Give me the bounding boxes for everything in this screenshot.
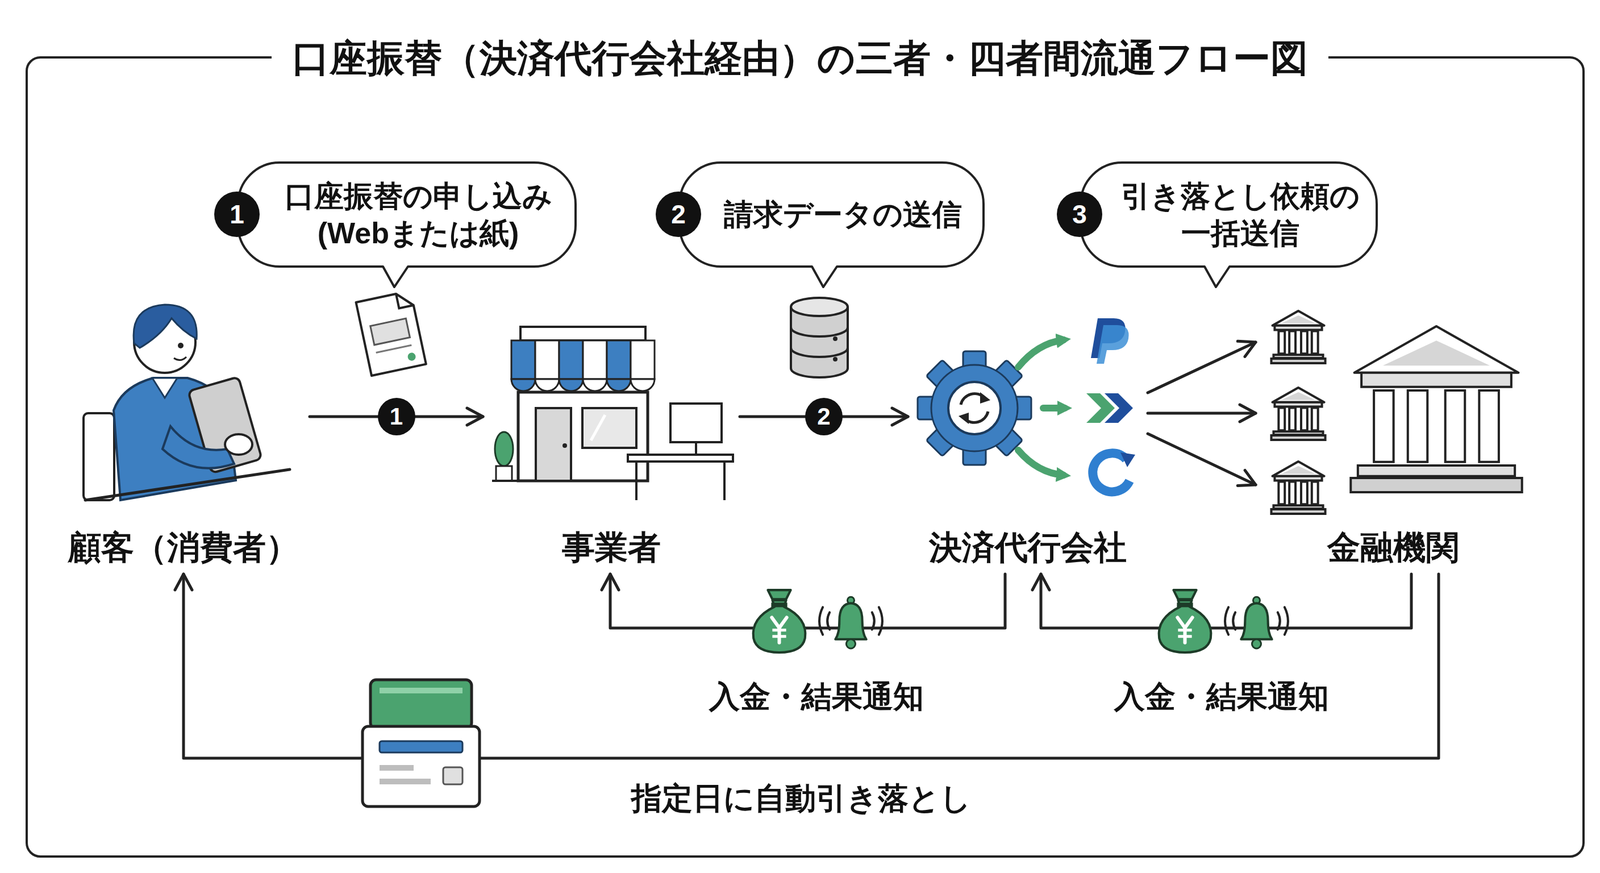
step-number: 1 xyxy=(214,191,260,237)
bubble-text: 引き落とし依頼の 一括送信 xyxy=(1111,177,1369,252)
connector-line xyxy=(610,573,1006,628)
actor-node: 事業者 xyxy=(482,295,740,574)
flow-connector xyxy=(1147,342,1256,485)
customer-illustration xyxy=(83,304,290,500)
speech-bubble: 請求データの送信2 xyxy=(678,161,985,268)
actor-label: 顧客（消費者） xyxy=(68,527,299,568)
speech-bubble: 引き落とし依頼の 一括送信3 xyxy=(1079,161,1378,268)
payment-terminal-icon xyxy=(362,679,480,807)
bubble-text: 請求データの送信 xyxy=(723,196,962,233)
payment-logos xyxy=(1086,318,1136,492)
connector-label: 入金・結果通知 xyxy=(1114,677,1329,715)
connector-number: 2 xyxy=(805,397,843,436)
bubble-shape xyxy=(1080,162,1377,287)
step-number: 3 xyxy=(1056,191,1103,237)
connector-label: 入金・結果通知 xyxy=(709,677,924,715)
step-number-text: 1 xyxy=(229,201,245,228)
actor-label: 事業者 xyxy=(561,527,661,568)
speech-bubble: 口座振替の申し込み (Webまたは紙)1 xyxy=(236,161,577,268)
money-bell-icon xyxy=(753,589,883,653)
database-icon xyxy=(790,297,848,378)
bubble-shape xyxy=(238,162,576,287)
connector-line xyxy=(1147,411,1256,415)
actor-label: 決済代行会社 xyxy=(928,527,1127,568)
bank-icons xyxy=(1271,310,1522,514)
connector-line xyxy=(1147,433,1256,485)
green-arrows xyxy=(1018,339,1065,475)
actor-node: 金融機関 xyxy=(1255,295,1531,574)
step-number-text: 3 xyxy=(1072,201,1087,228)
actor-node: 決済代行会社 xyxy=(907,295,1148,574)
actor-label: 金融機関 xyxy=(1327,527,1460,568)
connector-number: 1 xyxy=(377,397,416,436)
actor-node: 顧客（消費者） xyxy=(56,295,310,574)
connector-label: 指定日に自動引き落とし xyxy=(631,779,972,817)
connector-line xyxy=(1147,342,1256,393)
bubble-shape xyxy=(679,162,984,287)
store-illustration xyxy=(492,326,733,500)
document-icon xyxy=(356,290,427,376)
bubble-text: 口座振替の申し込み (Webまたは紙) xyxy=(281,177,555,252)
money-bell-icon xyxy=(1159,589,1289,653)
step-number: 2 xyxy=(655,191,702,237)
gear-icon xyxy=(917,351,1032,465)
step-number-text: 2 xyxy=(671,201,686,228)
flow-connector xyxy=(610,573,1006,628)
diagram-title: 口座振替（決済代行会社経由）の三者・四者間流通フロー図 xyxy=(271,35,1329,81)
